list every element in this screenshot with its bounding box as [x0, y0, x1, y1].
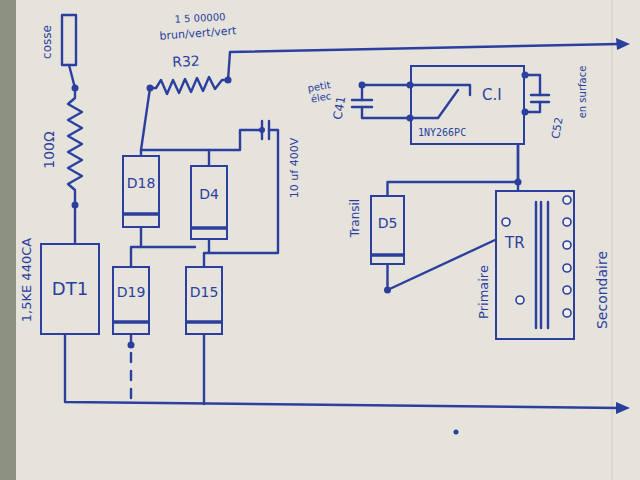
wire [362, 85, 410, 100]
diode-box: D5 [370, 195, 405, 265]
diode-box: D4 [190, 165, 228, 240]
part-label: C.I [482, 87, 502, 104]
transformer-core [540, 202, 542, 328]
tvs-diode-box: DT1 [40, 243, 100, 335]
wire-connector [131, 228, 141, 266]
color-code: brun/vert/vert [159, 25, 237, 42]
diode-band [114, 320, 148, 324]
part-label: DT1 [52, 279, 88, 299]
wire [525, 75, 540, 95]
part-label: D4 [199, 187, 219, 202]
transformer-core [535, 202, 537, 328]
pin-hole [563, 286, 571, 294]
diode-box: D19 [112, 266, 150, 335]
pin-hole [563, 309, 571, 317]
arrow-head [616, 402, 630, 414]
part-reference: C52 [550, 116, 566, 139]
part-label: D18 [127, 176, 156, 191]
capacitor-plate [531, 94, 549, 96]
junction-dot [128, 342, 135, 349]
capacitor-plate [352, 99, 372, 101]
pin-hole [563, 264, 571, 272]
wires [62, 15, 620, 408]
junction-dot [147, 85, 154, 92]
resistor-symbol [68, 88, 82, 243]
diode-band [192, 226, 226, 230]
ink-spot [454, 430, 459, 435]
junction-dot [72, 202, 79, 209]
part-name: cosse [41, 25, 54, 59]
diode-band [372, 253, 403, 257]
paper-sheet [16, 0, 640, 480]
part-reference: 1,5KE 440CA [20, 238, 34, 322]
part-name: Transil [349, 199, 362, 237]
junction-dot [259, 127, 265, 133]
diode-box: D18 [122, 155, 160, 228]
part-reference: R32 [172, 54, 200, 71]
wire [69, 65, 75, 88]
part-label: D19 [117, 285, 146, 300]
ic-box: C.I 1NY266PC [410, 65, 525, 145]
cosse-terminal [62, 15, 76, 65]
junction-dot [359, 82, 366, 89]
wire [203, 335, 205, 404]
diode-band [124, 212, 158, 216]
winding-name: Primaire [477, 265, 491, 319]
pin-hole [516, 296, 524, 304]
junction-dot [72, 85, 79, 92]
switch-symbol [410, 90, 458, 118]
pin-hole [502, 218, 510, 226]
wire [362, 107, 410, 118]
transformer-core [547, 202, 549, 328]
junction-dots [72, 38, 631, 435]
resistor-symbol [150, 77, 228, 94]
part-label: TR [505, 235, 525, 252]
part-number: 1NY266PC [418, 127, 466, 138]
note: en surface [577, 66, 588, 119]
wire [141, 246, 195, 248]
wire [209, 130, 278, 253]
wire-connector [141, 150, 209, 165]
color-code: 1 5 00000 [174, 11, 225, 25]
ground-rail [65, 335, 620, 408]
switch-symbol [410, 85, 470, 95]
pin-hole [563, 241, 571, 249]
diode-band [187, 320, 221, 324]
transformer-pins [502, 196, 571, 317]
junction-dot [225, 77, 232, 84]
arrow-head [616, 38, 630, 50]
diode-box: D15 [185, 266, 223, 335]
capacitor-value: 10 uf 400V [289, 138, 301, 198]
part-label: D5 [378, 216, 398, 231]
winding-name: Secondaire [595, 251, 610, 329]
resistor-value: 100Ω [42, 131, 57, 168]
pin-hole [563, 218, 571, 226]
wire [209, 130, 262, 150]
wire [228, 44, 618, 80]
wire-connector [204, 240, 209, 266]
transformer-box: TR [495, 190, 575, 340]
part-reference: C41 [331, 95, 348, 121]
wire [141, 88, 150, 150]
wire-connector [388, 145, 519, 195]
part-label: D15 [190, 285, 219, 300]
wire-connector [517, 145, 519, 190]
junction-dot [522, 109, 529, 116]
pin-hole [563, 196, 571, 204]
junction-dot [522, 72, 529, 79]
